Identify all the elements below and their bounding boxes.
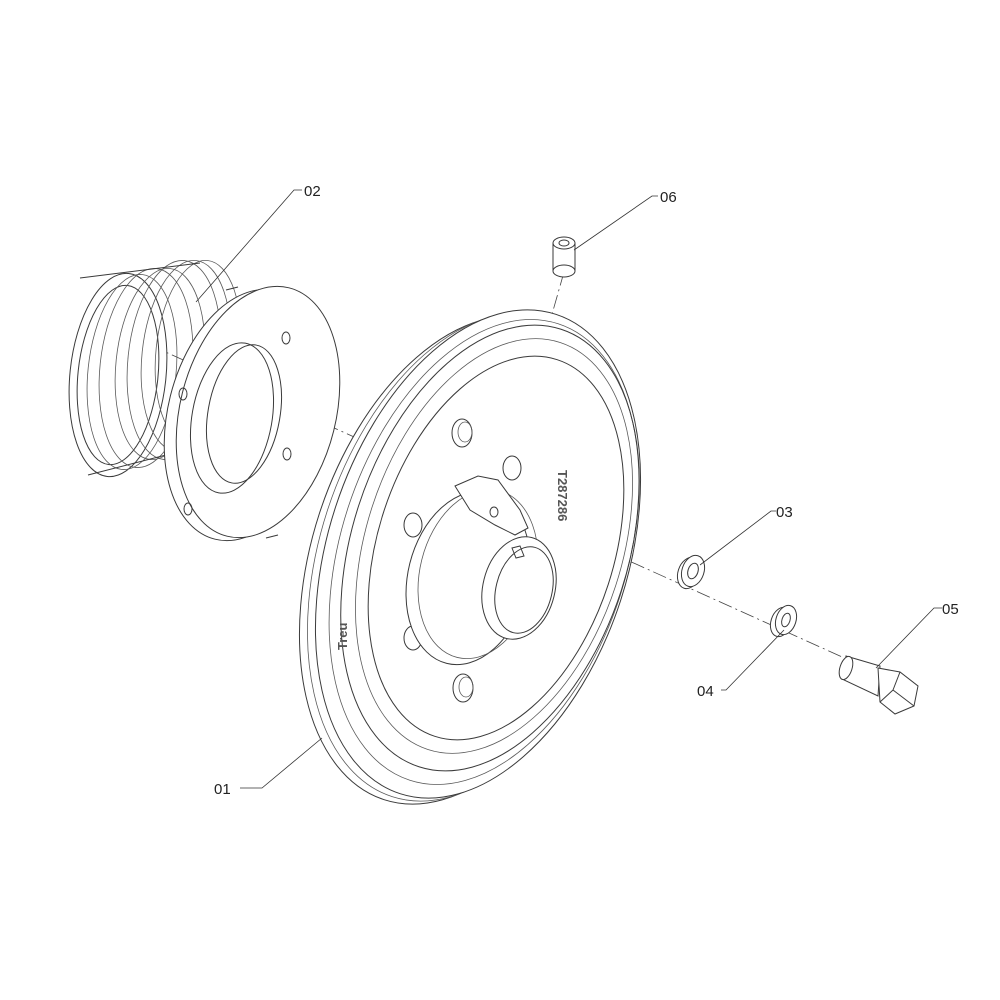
part-01-pulley [298, 309, 642, 805]
engraving-brand-group: Treu [335, 622, 350, 650]
engraving-part-number-group: T287286 [555, 470, 570, 521]
part-05-hex-bolt [838, 655, 919, 715]
callout-02: 02 [304, 183, 321, 200]
callout-01: 01 [214, 781, 231, 798]
part-02-flange-hub [68, 259, 341, 542]
callout-04: 04 [697, 683, 714, 700]
part-06-set-screw [552, 236, 576, 278]
callout-03: 03 [776, 504, 793, 521]
callout-05: 05 [942, 601, 959, 618]
part-04-lock-washer [769, 604, 798, 638]
engraving-part-number: T287286 [555, 470, 570, 521]
leader-lines [195, 189, 942, 789]
engraving-brand: Treu [335, 622, 350, 650]
callout-06: 06 [660, 189, 677, 206]
part-03-washer [676, 554, 706, 590]
